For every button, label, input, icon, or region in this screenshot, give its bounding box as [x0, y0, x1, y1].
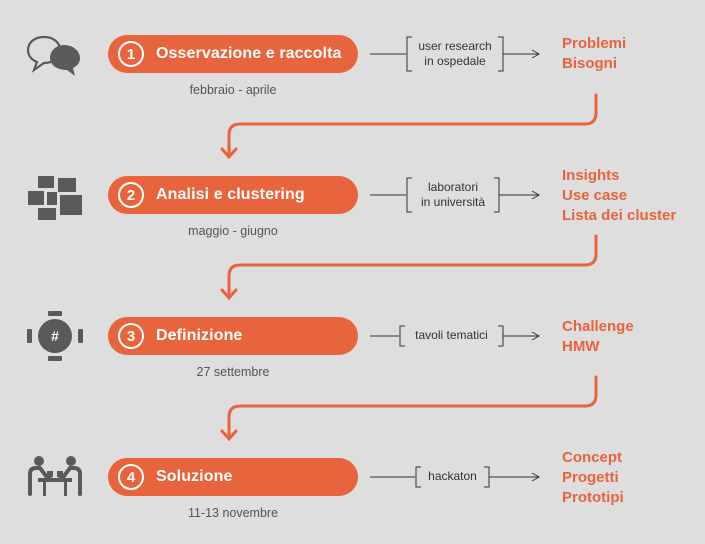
step-2-pill: 2 Analisi e clustering: [108, 176, 358, 214]
output-item: Challenge: [562, 318, 634, 335]
people-at-table-icon: [26, 452, 84, 502]
note-line: in università: [420, 195, 486, 209]
output-item: Use case: [562, 187, 628, 204]
flow-connector-2-3: [227, 234, 598, 298]
svg-text:#: #: [51, 328, 59, 344]
output-item: HMW: [562, 338, 600, 355]
note-line: hackaton: [428, 469, 477, 483]
output-item: Problemi: [562, 35, 627, 52]
step-2-date: maggio - giugno: [188, 224, 278, 238]
output-item: Bisogni: [562, 55, 617, 72]
step-3-outputs: Challenge HMW: [562, 317, 634, 357]
step-label: Soluzione: [156, 468, 233, 485]
step-1-pill: 1 Osservazione e raccolta: [108, 35, 358, 73]
note-line: user research: [418, 39, 492, 53]
step-4-outputs: Concept Progetti Prototipi: [562, 448, 624, 508]
step-2-outputs: Insights Use case Lista dei cluster: [562, 166, 676, 226]
step-1-note: user research in ospedale: [412, 39, 498, 69]
step-number-badge: 1: [118, 41, 144, 67]
step-4-note: hackaton: [421, 469, 484, 484]
step-3-note: tavoli tematici: [405, 328, 498, 343]
arrowhead-2: [220, 147, 238, 160]
note-line: tavoli tematici: [415, 328, 488, 342]
note-line: laboratori: [427, 180, 479, 194]
arrowhead-3: [220, 288, 238, 301]
step-number-badge: 3: [118, 323, 144, 349]
flow-connector-3-4: [227, 375, 598, 439]
note-line: in ospedale: [424, 54, 486, 68]
arrowhead-4: [220, 429, 238, 442]
step-label: Analisi e clustering: [156, 186, 305, 203]
step-4-pill: 4 Soluzione: [108, 458, 358, 496]
flow-connector-1-2: [227, 93, 598, 157]
output-item: Lista dei cluster: [562, 207, 677, 224]
step-3-date: 27 settembre: [196, 365, 270, 379]
step-1-date: febbraio - aprile: [189, 83, 277, 97]
step-number-badge: 4: [118, 464, 144, 490]
step-label: Osservazione e raccolta: [156, 45, 342, 62]
step-label: Definizione: [156, 327, 243, 344]
speech-bubbles-icon: [26, 31, 84, 81]
step-number-badge: 2: [118, 182, 144, 208]
step-4-date: 11-13 novembre: [187, 506, 279, 520]
output-item: Insights: [562, 167, 620, 184]
output-item: Prototipi: [562, 489, 624, 506]
output-item: Concept: [562, 449, 622, 466]
round-table-icon: #: [26, 311, 84, 361]
output-item: Progetti: [562, 469, 619, 486]
step-2-note: laboratori in università: [412, 180, 494, 210]
step-3-pill: 3 Definizione: [108, 317, 358, 355]
cluster-blocks-icon: [26, 172, 84, 222]
step-1-outputs: Problemi Bisogni: [562, 34, 626, 74]
